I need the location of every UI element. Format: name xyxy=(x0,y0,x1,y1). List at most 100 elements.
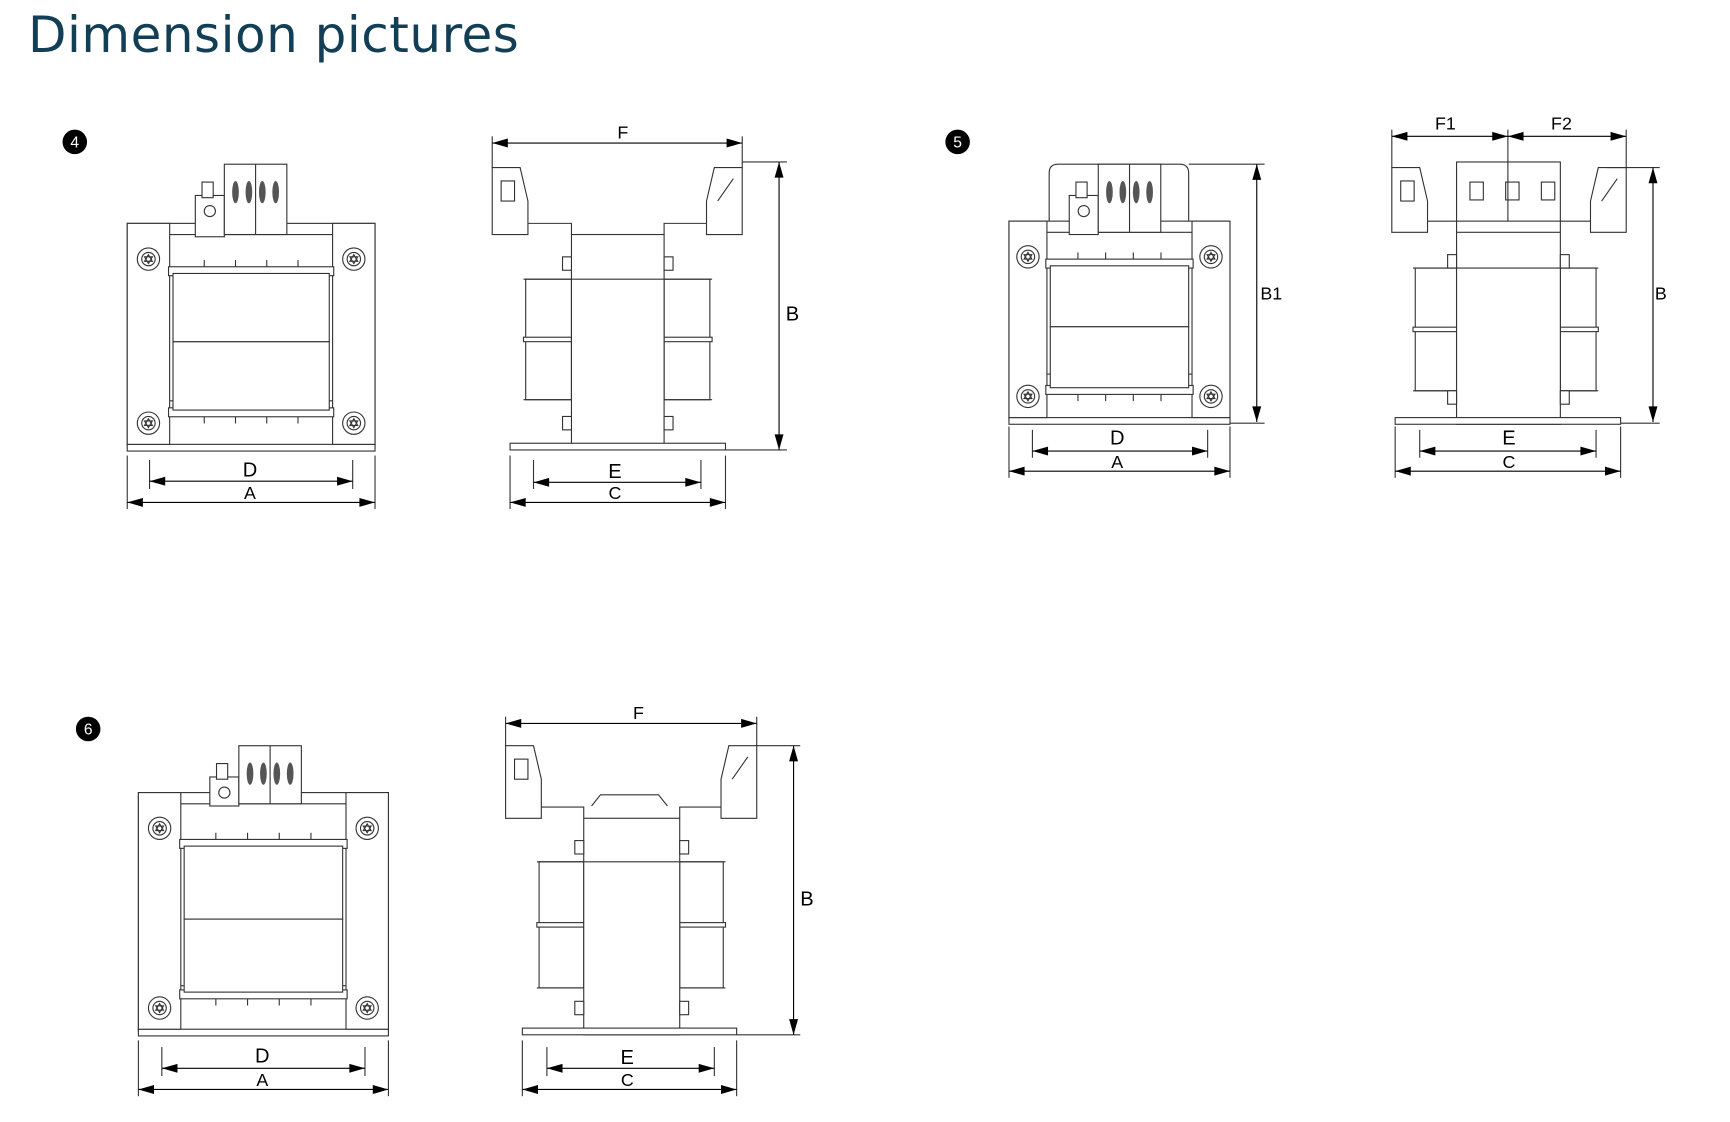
fig5-label-B1: B1 xyxy=(1260,283,1282,303)
fig6-label-A: A xyxy=(256,1070,268,1090)
fig6-front-screw-br xyxy=(355,996,379,1020)
fig5-dim-F2-arrow-right xyxy=(1610,131,1627,141)
svg-text:4: 4 xyxy=(70,134,79,151)
fig6-front-ground-tab xyxy=(215,763,229,780)
fig4-side-bracket-right xyxy=(663,222,707,235)
fig4-dim-C-arrow-left xyxy=(510,497,526,507)
fig5-dim-C-arrow-right xyxy=(1604,466,1621,476)
page-title: Dimension pictures xyxy=(28,6,520,64)
fig4-label-B: B xyxy=(786,303,799,325)
fig5-label-C: C xyxy=(1503,452,1516,472)
fig5-front-coil-lower xyxy=(1049,326,1190,389)
fig6-dim-D-arrow-right xyxy=(349,1063,365,1073)
fig4-dim-F-arrow-left xyxy=(492,138,508,148)
fig4-front-ground-screw-icon xyxy=(203,204,216,218)
fig6-front-screw-bl xyxy=(147,996,172,1020)
fig5-front-screw-br-star-icon xyxy=(1206,390,1216,402)
fig5-dim-F2-arrow-left xyxy=(1507,131,1524,141)
fig6-dim-C-arrow-left xyxy=(522,1085,538,1094)
fig5-front-base-plate xyxy=(1008,417,1231,425)
fig5-front-terminal-clamp xyxy=(1106,180,1113,204)
fig4-front-coil-upper xyxy=(172,272,330,343)
fig6-side-left-terminal xyxy=(505,745,542,819)
fig4-front-coil-lower xyxy=(172,341,330,411)
fig4-label-A: A xyxy=(244,483,256,503)
fig4-front-ground-terminal xyxy=(194,194,225,238)
fig4-side-bolt-bottom-left xyxy=(561,415,573,431)
fig5-front-screw-br-inner xyxy=(1203,389,1219,404)
fig4-front-screw-tr-inner xyxy=(346,251,362,267)
fig5-side-base-plate xyxy=(1394,417,1622,425)
fig4-front-terminal-clamp xyxy=(232,180,239,204)
fig5-dim-B1-arrow-top xyxy=(1252,164,1262,180)
fig5-label-F1: F1 xyxy=(1435,114,1456,134)
fig5-label-A: A xyxy=(1111,452,1123,472)
fig6-front-terminal-clamp xyxy=(273,762,281,785)
fig5-dim-D-arrow-right xyxy=(1192,446,1208,456)
fig4-dim-F-arrow-right xyxy=(726,138,743,148)
fig6-side-base-plate xyxy=(521,1027,738,1036)
fig5-dim-F1-arrow-right xyxy=(1492,131,1508,141)
fig6-dim-F-arrow-left xyxy=(505,718,522,728)
fig6-front-screw-bl-star-icon xyxy=(154,1002,165,1014)
fig6-front-screw-tr-inner xyxy=(359,821,375,836)
fig4-side-right-terminal xyxy=(705,167,743,236)
fig4-front-screw-tl-inner xyxy=(141,251,156,267)
fig5-dim-B-arrow-top xyxy=(1648,167,1658,184)
fig5-label-F2: F2 xyxy=(1551,114,1572,134)
fig4-label-C: C xyxy=(609,483,622,503)
fig4-side-nameplate xyxy=(500,180,516,202)
fig6-front-terminal-clamp xyxy=(286,762,294,785)
fig5-side-core xyxy=(1455,231,1561,425)
fig5-side-terminal-slot xyxy=(1505,181,1520,201)
fig5-front-ground-tab xyxy=(1075,181,1088,199)
fig5-side-bolt-top-right xyxy=(1559,254,1570,269)
fig4-front-screw-bl xyxy=(136,411,161,435)
fig4-side-bolt-top-left xyxy=(561,256,573,271)
fig4-dim-D-arrow-right xyxy=(337,476,353,486)
fig5-side-bracket-left xyxy=(1427,220,1458,233)
fig5-front-screw-bl-star-icon xyxy=(1023,390,1033,402)
fig5-front-screw-tl-star-icon xyxy=(1023,251,1033,263)
fig6-side-core xyxy=(583,817,681,1036)
fig4-front-screw-tr-star-icon xyxy=(348,253,359,265)
fig6-front-terminal-clamp xyxy=(260,762,267,785)
fig5-front-screw-tr-inner xyxy=(1203,249,1219,265)
fig4-side-bolt-bottom-right xyxy=(663,415,674,431)
fig5-front-coil-upper xyxy=(1049,265,1190,328)
fig6-side-nameplate xyxy=(513,758,529,780)
fig6-dim-B-arrow-top xyxy=(789,745,799,762)
fig4-dim-B-arrow-bottom xyxy=(774,434,784,450)
fig6-front-ground-terminal xyxy=(209,776,240,807)
fig5-label-E: E xyxy=(1502,427,1515,449)
figure-5-badge: 5 xyxy=(945,129,970,155)
fig4-dim-B-arrow-top xyxy=(774,161,784,178)
fig6-side-coil-separator-left xyxy=(536,922,585,928)
fig6-side-bracket-right xyxy=(679,806,722,819)
fig5-front-terminal-clamp xyxy=(1146,180,1153,204)
fig5-front-screw-tl xyxy=(1016,245,1040,269)
fig6-side-bracket-left xyxy=(541,806,585,819)
fig5-side-coil-separator-right xyxy=(1559,326,1599,333)
fig4-side-bracket-left xyxy=(527,222,573,235)
fig5-front-screw-br xyxy=(1199,384,1223,409)
fig6-dim-F-arrow-right xyxy=(741,718,757,728)
fig6-front-screw-br-inner xyxy=(359,1000,375,1016)
fig4-side-coil-separator-left xyxy=(522,336,573,343)
fig5-side-bolt-top-left xyxy=(1447,254,1458,269)
fig6-front-base-plate xyxy=(137,1028,389,1037)
drawing-linework xyxy=(126,129,1660,1097)
fig4-dim-A-arrow-left xyxy=(127,497,143,507)
fig4-front-ground-tab xyxy=(201,181,214,199)
fig5-side-left-terminal xyxy=(1391,167,1429,233)
fig6-dim-A-arrow-right xyxy=(372,1085,389,1094)
fig6-front-coil-lower xyxy=(183,918,344,993)
fig5-side-bracket-right xyxy=(1559,220,1591,233)
fig5-side-nameplate xyxy=(1400,180,1415,202)
fig6-dim-B-arrow-bottom xyxy=(789,1019,799,1035)
fig4-dim-E-arrow-right xyxy=(685,477,701,487)
fig4-side-core xyxy=(570,233,665,451)
fig4-front-terminal-clamp xyxy=(245,180,253,204)
fig4-front-screw-br xyxy=(342,411,366,435)
